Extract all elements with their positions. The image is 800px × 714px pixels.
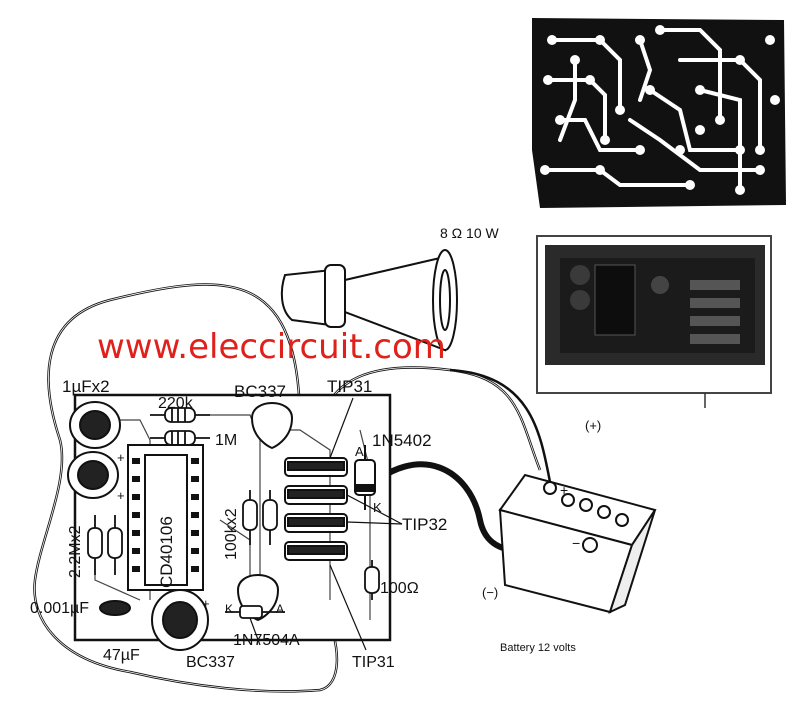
diode-1n5402 — [354, 445, 376, 510]
label-plus-pcb2: + — [117, 488, 125, 503]
cap-001uf — [99, 600, 131, 616]
resistor-100 — [364, 560, 380, 600]
label-speaker: 8 Ω 10 W — [440, 225, 499, 241]
label-2m2x2: 2.2Mx2 — [67, 525, 84, 578]
label-battery: Battery 12 volts — [500, 642, 576, 654]
label-tip32: TIP32 — [402, 515, 447, 534]
labels: 8 Ω 10 W 1µFx2 220k BC337 TIP31 1M 1N540… — [30, 225, 601, 671]
cap-1uf-a — [69, 401, 121, 449]
label-tip31-top: TIP31 — [327, 377, 372, 396]
diode-1n7504a — [225, 605, 285, 619]
label-1m: 1M — [215, 432, 237, 449]
label-bc337-top: BC337 — [234, 382, 286, 401]
label-plus-pcb1: + — [117, 450, 125, 465]
resistor-220k — [150, 407, 210, 423]
label-47uf: 47µF — [103, 647, 140, 664]
label-100kx2: 100kx2 — [223, 508, 240, 560]
label-plus-cap47: + — [202, 596, 210, 611]
transistor-bc337-top — [250, 402, 294, 450]
cap-1uf-b — [67, 451, 119, 499]
label-1uf: 1µFx2 — [62, 377, 110, 396]
label-1n7504a: 1N7504A — [233, 632, 300, 649]
resistors-2m2 — [87, 515, 123, 575]
resistors-100k — [242, 490, 278, 545]
label-ic: CD40106 — [157, 516, 176, 588]
label-001uf: 0.001µF — [30, 600, 89, 617]
board-photo — [536, 235, 772, 408]
label-pin-a: A — [355, 444, 364, 459]
ic-cd40106 — [127, 444, 204, 591]
label-bc337-bottom: BC337 — [186, 654, 235, 671]
label-220k: 220k — [158, 395, 194, 412]
watermark-text: www.eleccircuit.com — [97, 327, 446, 367]
cap-47uf — [151, 589, 209, 651]
label-neg-terminal: (−) — [482, 585, 498, 600]
transistors-tip — [284, 457, 348, 561]
leader-lines — [249, 397, 403, 651]
label-pin-a2: A — [276, 602, 284, 616]
pcb-copper-layout — [532, 18, 786, 208]
label-battery-plus: + — [560, 482, 568, 498]
label-1n5402: 1N5402 — [372, 431, 432, 450]
label-battery-minus: − — [572, 535, 580, 551]
battery-wire — [449, 368, 552, 483]
label-tip31-bottom: TIP31 — [352, 654, 395, 671]
label-pin-k2: K — [225, 602, 233, 616]
resistor-1m — [150, 430, 210, 446]
label-100ohm: 100Ω — [380, 580, 419, 597]
label-pin-k: K — [373, 500, 382, 515]
label-pos-terminal: (+) — [585, 418, 601, 433]
horn-speaker — [280, 249, 458, 352]
